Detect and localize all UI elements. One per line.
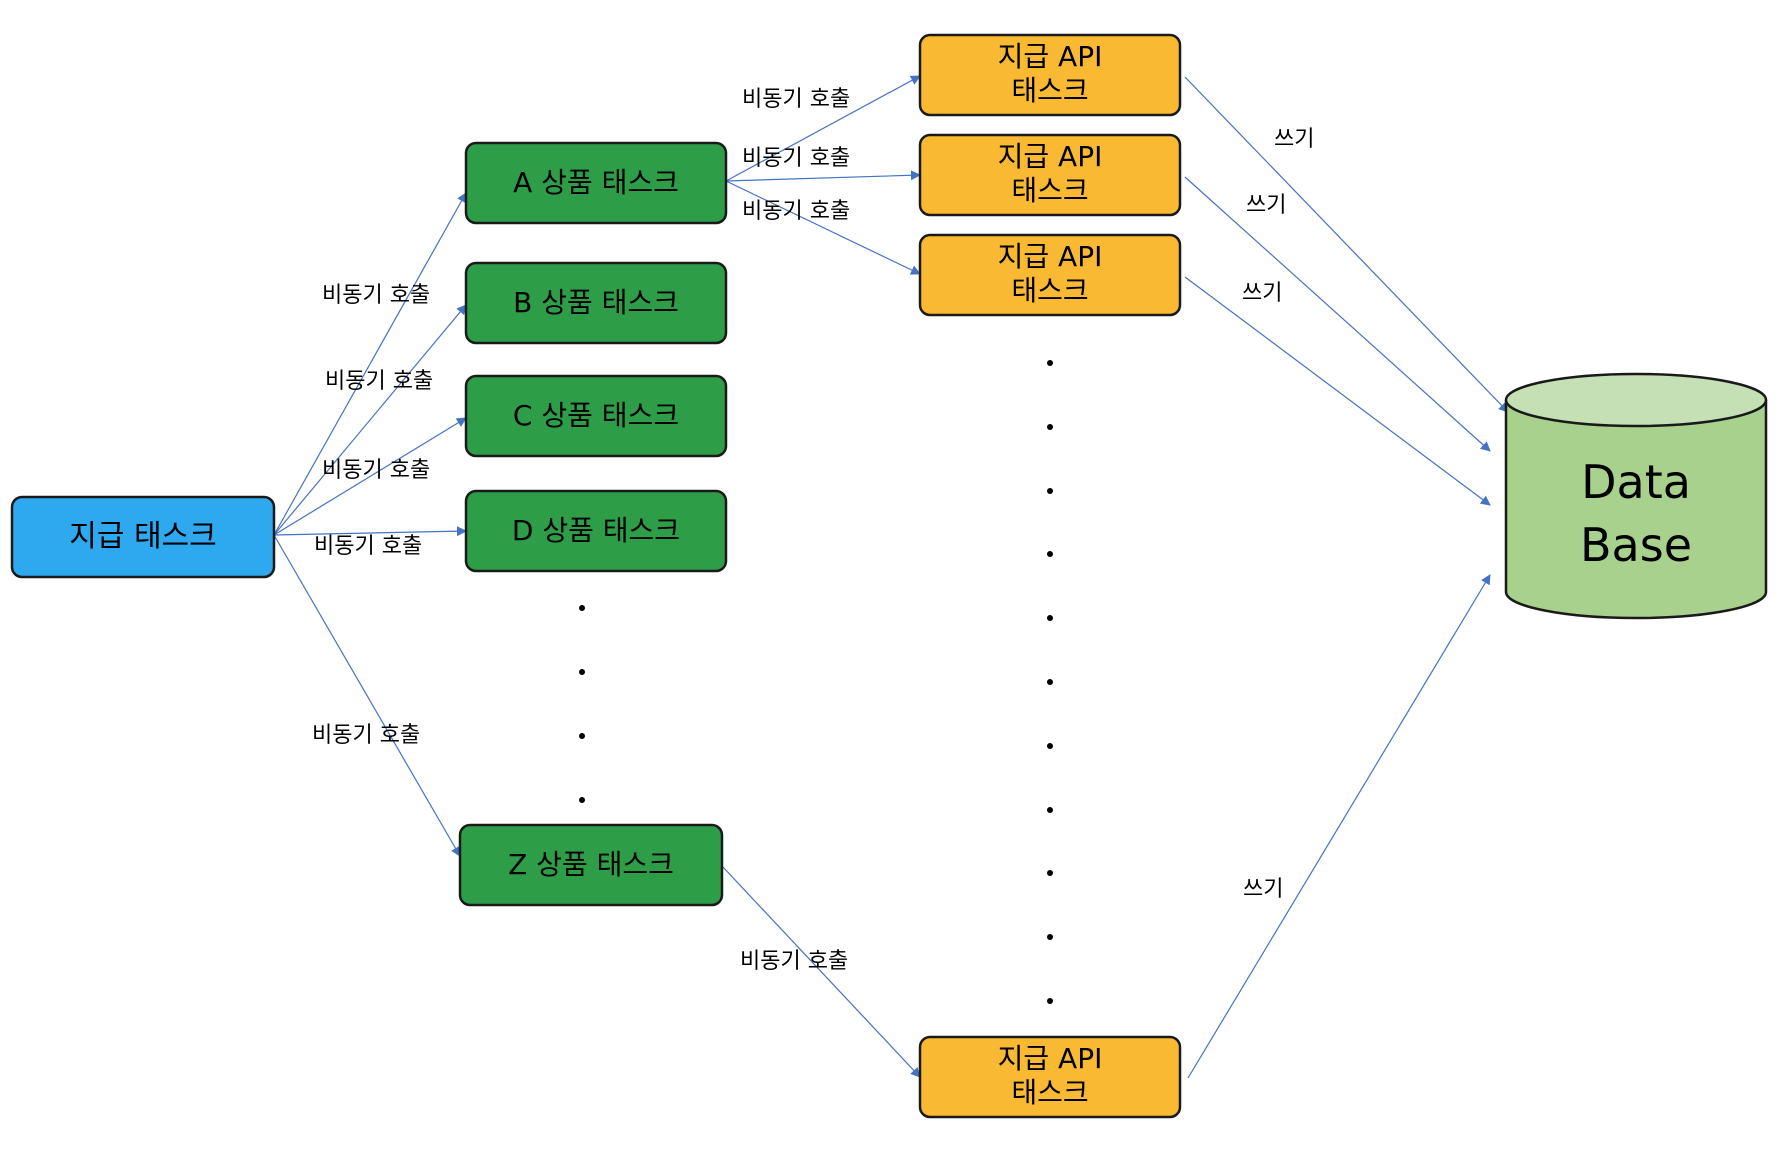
edge-a-to-api-1: [725, 75, 921, 182]
product-ellipsis: [579, 605, 585, 803]
ellipsis-dot: [1047, 551, 1053, 557]
edge-a-to-api-3: [725, 180, 921, 275]
ellipsis-dot: [1047, 998, 1053, 1004]
database-body: [1504, 400, 1768, 620]
edge-payment-to-c: [273, 417, 467, 536]
edges-payment-to-products: [273, 192, 467, 857]
api-ellipsis: [1047, 360, 1053, 1004]
product-task-node-z: Z 상품 태스크: [458, 823, 724, 907]
edge-api-3-to-db: [1184, 276, 1491, 506]
product-task-box: [464, 141, 728, 225]
ellipsis-dot: [1047, 360, 1053, 366]
edge-label-async-call: 비동기 호출: [742, 87, 850, 112]
edge-label-async-call: 비동기 호출: [314, 534, 422, 559]
edge-label-async-call: 비동기 호출: [742, 199, 850, 224]
api-task-box: [918, 233, 1182, 317]
product-task-box: [464, 261, 728, 345]
edge-api-1-to-db: [1184, 76, 1509, 413]
database-label-line2: Base: [1580, 518, 1692, 572]
database-label-line1: Data: [1581, 455, 1691, 509]
edge-labels-middle: 비동기 호출 비동기 호출 비동기 호출 비동기 호출: [740, 87, 850, 974]
edge-label-write: 쓰기: [1243, 877, 1283, 902]
api-task-label-line2: 태스크: [1011, 274, 1088, 307]
edge-a-to-api-2: [725, 170, 921, 182]
api-task-box: [918, 1035, 1182, 1119]
edge-label-async-call: 비동기 호출: [322, 458, 430, 483]
ellipsis-dot: [579, 797, 585, 803]
edge-label-write: 쓰기: [1242, 281, 1282, 306]
product-task-label: A 상품 태스크: [513, 166, 679, 199]
product-task-node-c: C 상품 태스크: [464, 374, 728, 458]
edge-payment-to-d: [273, 526, 467, 537]
api-task-node-4: 지급 API 태스크: [918, 1035, 1182, 1119]
edge-api-2-to-db: [1184, 176, 1491, 452]
product-task-node-b: B 상품 태스크: [464, 261, 728, 345]
product-task-box: [464, 489, 728, 573]
edges-api-to-database: [1184, 76, 1509, 1079]
api-task-label-line2: 태스크: [1011, 174, 1088, 207]
api-task-label-line1: 지급 API: [998, 240, 1103, 273]
product-task-node-d: D 상품 태스크: [464, 489, 728, 573]
edge-payment-to-z: [273, 534, 461, 857]
ellipsis-dot: [1047, 807, 1053, 813]
api-task-label-line1: 지급 API: [998, 1042, 1103, 1075]
edge-label-async-call: 비동기 호출: [742, 146, 850, 171]
api-task-node-1: 지급 API 태스크: [918, 33, 1182, 117]
api-task-box: [918, 133, 1182, 217]
api-task-label-line1: 지급 API: [998, 40, 1103, 73]
ellipsis-dot: [1047, 743, 1053, 749]
api-task-node-3: 지급 API 태스크: [918, 233, 1182, 317]
edge-label-write: 쓰기: [1246, 193, 1286, 218]
product-task-label: C 상품 태스크: [513, 399, 679, 432]
api-task-label-line1: 지급 API: [998, 140, 1103, 173]
edge-label-async-call: 비동기 호출: [325, 369, 433, 394]
product-task-label: D 상품 태스크: [512, 514, 680, 547]
edge-payment-to-a: [273, 192, 467, 536]
payment-task-node: 지급 태스크: [10, 495, 276, 579]
edge-labels-right: 쓰기 쓰기 쓰기 쓰기: [1242, 127, 1314, 902]
product-task-label: B 상품 태스크: [513, 286, 679, 319]
product-task-node-a: A 상품 태스크: [464, 141, 728, 225]
api-task-label-line2: 태스크: [1011, 1076, 1088, 1109]
database-node: Data Base: [1504, 372, 1768, 620]
edge-label-async-call: 비동기 호출: [322, 283, 430, 308]
edge-api-4-to-db: [1187, 574, 1491, 1079]
api-task-box: [918, 33, 1182, 117]
ellipsis-dot: [579, 669, 585, 675]
product-task-label: Z 상품 태스크: [508, 848, 674, 881]
payment-task-box: [10, 495, 276, 579]
product-task-box: [464, 374, 728, 458]
edge-payment-to-b: [273, 304, 467, 536]
edge-labels-left: 비동기 호출 비동기 호출 비동기 호출 비동기 호출 비동기 호출: [312, 283, 433, 748]
edge-label-async-call: 비동기 호출: [312, 723, 420, 748]
edge-label-write: 쓰기: [1274, 127, 1314, 152]
ellipsis-dot: [1047, 934, 1053, 940]
product-task-box: [458, 823, 724, 907]
api-task-label-line2: 태스크: [1011, 74, 1088, 107]
api-task-node-2: 지급 API 태스크: [918, 133, 1182, 217]
ellipsis-dot: [1047, 615, 1053, 621]
edges-products-to-api: [721, 75, 921, 1078]
ellipsis-dot: [1047, 870, 1053, 876]
ellipsis-dot: [579, 733, 585, 739]
payment-task-label: 지급 태스크: [69, 519, 217, 554]
edge-label-async-call: 비동기 호출: [740, 949, 848, 974]
database-top: [1504, 372, 1768, 428]
ellipsis-dot: [1047, 424, 1053, 430]
ellipsis-dot: [1047, 488, 1053, 494]
edge-z-to-api-4: [721, 865, 921, 1078]
ellipsis-dot: [579, 605, 585, 611]
ellipsis-dot: [1047, 679, 1053, 685]
